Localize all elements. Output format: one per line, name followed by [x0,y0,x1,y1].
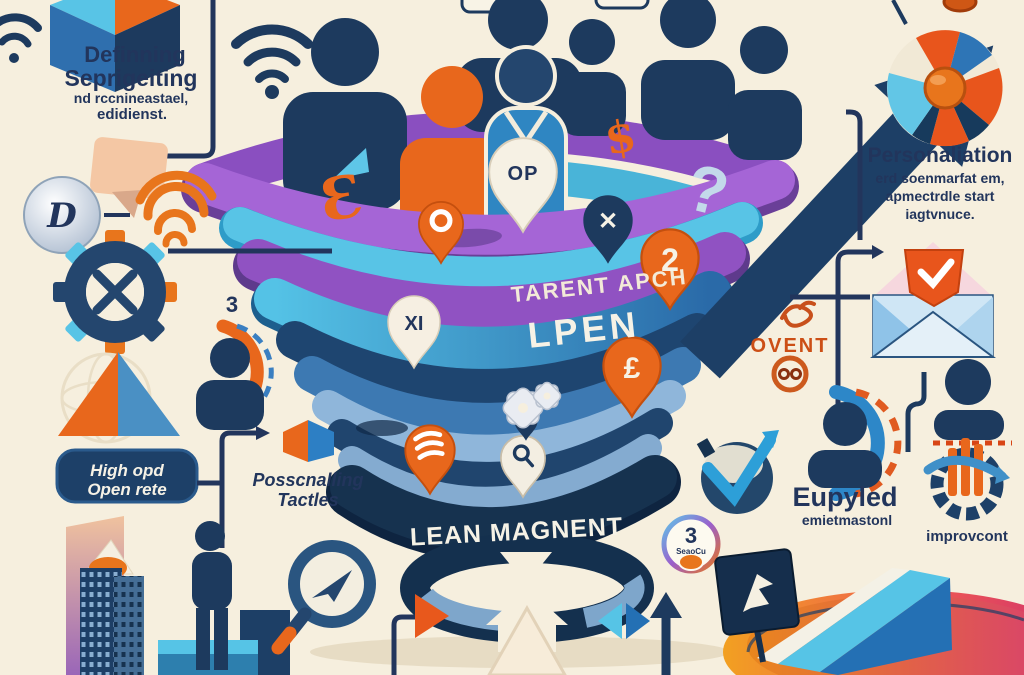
connector-envelope-v [835,249,872,420]
d-medal-glyph: D [46,196,77,236]
ovent-label: OVENT [751,335,830,357]
pin-xi-label: XI [405,313,424,335]
person-steps-icon [158,521,290,675]
pin-stripes [404,424,456,496]
high-badge-line2: Open rete [87,480,166,499]
pin-x-label: ✕ [598,208,618,235]
tactics-book-icon [283,420,334,462]
coin-icon [942,0,978,13]
pin-two-label: 2 [661,242,679,278]
pin-op-label: OP [508,163,539,185]
connector-right-elbow [905,372,927,452]
double-arrow-icon [598,603,650,639]
note-line3: nd rccnineastael, [74,90,188,106]
pin-location-orange [418,201,464,265]
note-line4: edidienst. [97,106,167,123]
gear-x-icon [53,230,177,354]
person-silhouette [728,26,802,160]
tactics-line2: Tactles [277,490,338,510]
pie-wheel-icon [887,30,1003,147]
left-person-count: 3 [226,292,238,317]
personalization-line1: erd soenmarfat em, [875,170,1004,186]
person-silhouette [641,0,735,140]
pale-triangle-icon [487,604,567,675]
sign-board-icon [714,548,800,663]
eupyled-sub: emietmastonl [802,512,892,528]
wifi-icon-orange [135,170,217,248]
arrow-head-tactics [256,426,270,440]
magnifier-icon [271,540,376,655]
script-e-arrow-icon [332,148,369,180]
audience-progress-icon [196,319,274,430]
connector-tactics [219,430,256,548]
d-medal-icon [23,176,101,254]
person-silhouette [558,19,626,136]
buildings-icon [66,516,144,675]
search-badge [661,514,721,574]
pin-search [500,435,546,499]
arrow-head-envelope [872,245,884,259]
improvement-gear-icon [923,438,1010,521]
improvement-label: improvcont [926,528,1008,545]
connector-note [134,0,216,159]
scribble-icon [780,300,816,328]
pyramid-icon [58,352,180,436]
pin-xi [387,295,441,370]
gears-icon [502,381,562,429]
up-arrow-icon [650,592,682,675]
pin-pound-label: £ [624,352,641,385]
pin-two [640,228,700,311]
glasses-doodle-icon [771,355,809,393]
cube-icon [50,0,180,92]
high-open-rate-badge [55,448,199,504]
search-badge-number: 3 [685,523,697,548]
personalization-line3: iagtvnuce. [905,206,974,222]
bubble-pointer-line [891,0,908,25]
pin-pound [602,336,662,419]
wifi-icon-navy [231,24,313,99]
note-line1: Definning [84,42,185,67]
note-line2: Seprigeiting [65,65,198,91]
check-sphere-icon [696,430,779,514]
connector-personalization [846,109,863,240]
band-map-patch [356,420,408,436]
tactics-line1: Posscnalling [252,470,363,490]
search-badge-label: SeaoCu [676,547,706,556]
personalization-title: Personaliation [868,144,1013,167]
pin-x [583,195,633,264]
engagement-progress-icon [808,385,902,501]
high-badge-line1: High opd [90,461,164,480]
person-dashed-icon [933,359,1012,446]
pin-op [488,137,558,234]
orange-triangle-icon [415,594,449,638]
connector-bottom-left [391,614,430,675]
wifi-icon-corner [0,13,42,63]
eupyled-title: Eupyled [792,482,897,512]
envelope-icon [870,242,996,358]
person-silhouette [283,18,407,210]
personalization-line2: apmectrdle start [886,188,995,204]
